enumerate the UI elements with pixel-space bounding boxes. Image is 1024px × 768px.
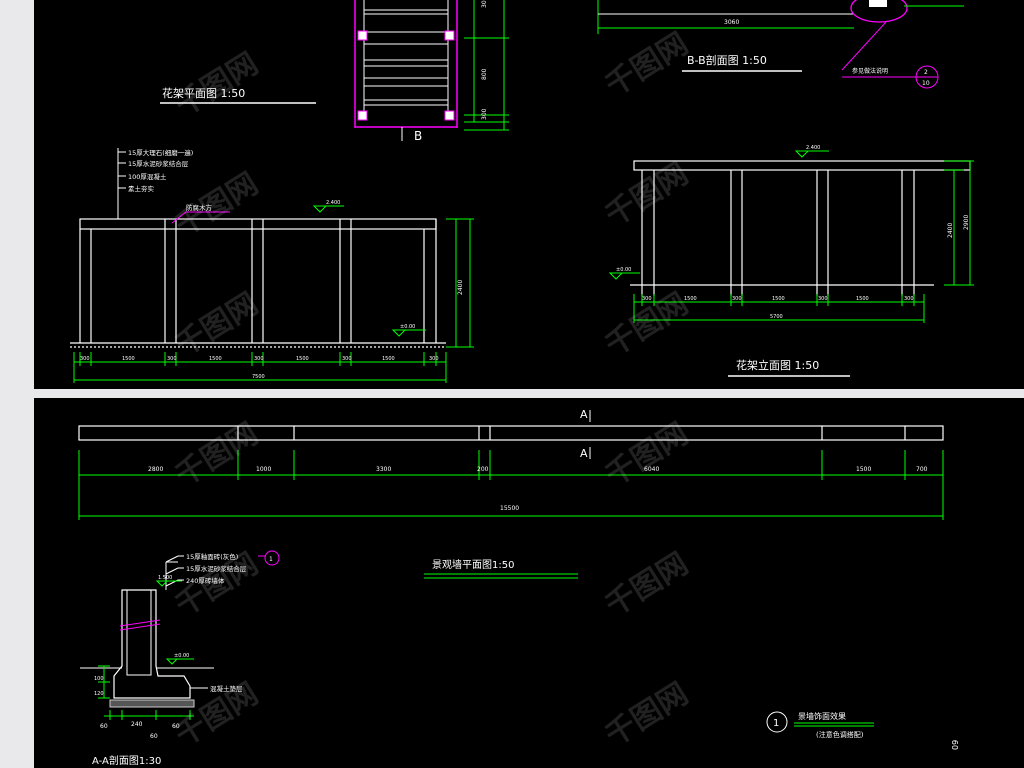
b-b-section-view: 3060 参见做法说明 2 10 [597, 0, 964, 89]
seg-dim: 1000 [256, 466, 271, 473]
section-ref-label: 参见做法说明 [852, 67, 888, 75]
total-dim: 7500 [252, 374, 265, 380]
aa-note: 240厚砖墙体 [186, 576, 225, 585]
detail-title: 景墙饰面效果 [798, 711, 846, 721]
left-bottom-dims: 300 1500 300 1500 300 1500 300 1500 300 … [73, 352, 447, 383]
level-label: 1.500 [158, 575, 172, 581]
front-height-dims: 2400 2900 [944, 160, 974, 286]
bottom-dim: 1500 [684, 296, 697, 302]
plan-dim-label: 300 [481, 0, 488, 8]
section-dim-label: 3060 [724, 19, 739, 26]
bottom-dim: 1500 [856, 296, 869, 302]
total-dim: 15500 [500, 505, 519, 512]
height-dim-label: 2400 [457, 280, 464, 295]
left-callout: 防腐木方 [171, 203, 230, 224]
height-dim-label: 2900 [963, 215, 970, 230]
aa-bottom-dim: 60 [172, 723, 180, 730]
seg-dim: 3300 [376, 466, 391, 473]
left-note: 100厚混凝土 [128, 172, 167, 181]
a-a-section: 15厚釉面砖(灰色) 15厚水泥砂浆结合层 240厚砖墙体 1 1.500 ±0… [80, 550, 280, 740]
bottom-dim: 300 [342, 356, 352, 362]
total-dim: 5700 [770, 314, 783, 320]
section-ref-bottom: 10 [922, 80, 930, 87]
drawing-panel-bottom: A A 2800 1000 3300 200 6040 1500 700 155… [34, 398, 1024, 768]
pergola-side-elevation [70, 218, 446, 348]
bottom-dim: 300 [80, 356, 90, 362]
section-title: B-B剖面图 1:50 [687, 53, 767, 67]
seg-dim: 6040 [644, 466, 659, 473]
seg-dim: 200 [477, 466, 489, 473]
seg-dim: 700 [916, 466, 928, 473]
seg-dim: 2800 [148, 466, 163, 473]
plan-dim-label: 800 [481, 68, 488, 80]
level-label: ±0.00 [616, 267, 631, 273]
bottom-dim: 300 [429, 356, 439, 362]
left-level-marks: 2.400 ±0.00 [312, 200, 426, 337]
aa-note: 15厚釉面砖(灰色) [186, 552, 238, 561]
bottom-dim: 1500 [772, 296, 785, 302]
callout-text: 防腐木方 [186, 203, 213, 212]
plan-dim-label: 300 [481, 108, 488, 120]
level-label: ±0.00 [174, 653, 189, 659]
bottom-dim: 1500 [296, 356, 309, 362]
section-mark-a: A [580, 447, 588, 460]
left-notes: 15厚大理石(细磨一遍) 15厚水泥砂浆结合层 100厚混凝土 素土夯实 [117, 148, 193, 219]
aa-callout: 混凝土垫层 [210, 684, 243, 693]
level-label: 2.400 [806, 145, 820, 151]
wall-plan-strip [78, 425, 944, 441]
bottom-dim: 300 [167, 356, 177, 362]
height-dim-label: 2400 [947, 223, 954, 238]
aa-bottom-dim: 240 [131, 721, 143, 728]
level-label: 2.400 [326, 200, 340, 206]
detail-subtitle: (注意色调搭配) [816, 730, 864, 739]
detail-number: 1 [773, 718, 779, 729]
bottom-dim: 300 [904, 296, 914, 302]
bottom-dim: 300 [818, 296, 828, 302]
front-title: 花架立面图 1:50 [736, 358, 819, 372]
bottom-dim: 1500 [209, 356, 222, 362]
front-bottom-dims: 300 1500 300 1500 300 1500 300 5700 [633, 294, 925, 323]
left-height-dim: 2400 [446, 218, 474, 348]
plan-title: 花架平面图 1:50 [162, 87, 245, 100]
level-label: ±0.00 [400, 324, 415, 330]
bottom-dim: 1500 [382, 356, 395, 362]
bottom-dim: 300 [732, 296, 742, 302]
aa-bottom-dim: 60 [100, 723, 108, 730]
pergola-plan-view: 300 800 300 B [354, 0, 509, 143]
aa-left-dim: 100 [94, 676, 104, 682]
section-mark-b: B [414, 129, 422, 143]
bottom-drawing-canvas: A A 2800 1000 3300 200 6040 1500 700 155… [78, 408, 960, 767]
wall-plan-dims [78, 450, 944, 520]
aa-note: 15厚水泥砂浆结合层 [186, 564, 247, 573]
aa-title: A-A剖面图1:30 [92, 754, 161, 767]
left-note: 15厚水泥砂浆结合层 [128, 159, 189, 168]
bottom-dim: 1500 [122, 356, 135, 362]
aa-bottom-dim: 60 [150, 733, 158, 740]
seg-dim: 1500 [856, 466, 871, 473]
pergola-front-elevation [630, 160, 971, 296]
wall-plan-title: 景观墙平面图1:50 [432, 558, 514, 571]
aa-ref-number: 1 [269, 556, 273, 563]
top-drawing-canvas: 300 800 300 B 花架平面图 1:50 3060 参见做法说明 2 1… [70, 0, 974, 383]
left-note: 素土夯实 [128, 184, 155, 193]
bottom-dim: 300 [642, 296, 652, 302]
page-code: 09 [951, 740, 960, 750]
front-level-marks: 2.400 ±0.00 [608, 145, 829, 280]
left-note: 15厚大理石(细磨一遍) [128, 148, 193, 157]
aa-left-dim: 120 [94, 691, 104, 697]
section-ref-top: 2 [924, 69, 928, 76]
drawing-panel-top: 300 800 300 B 花架平面图 1:50 3060 参见做法说明 2 1… [34, 0, 1024, 389]
detail-label: 1 景墙饰面效果 (注意色调搭配) [766, 711, 874, 739]
bottom-dim: 300 [254, 356, 264, 362]
section-mark-a: A [580, 408, 588, 421]
